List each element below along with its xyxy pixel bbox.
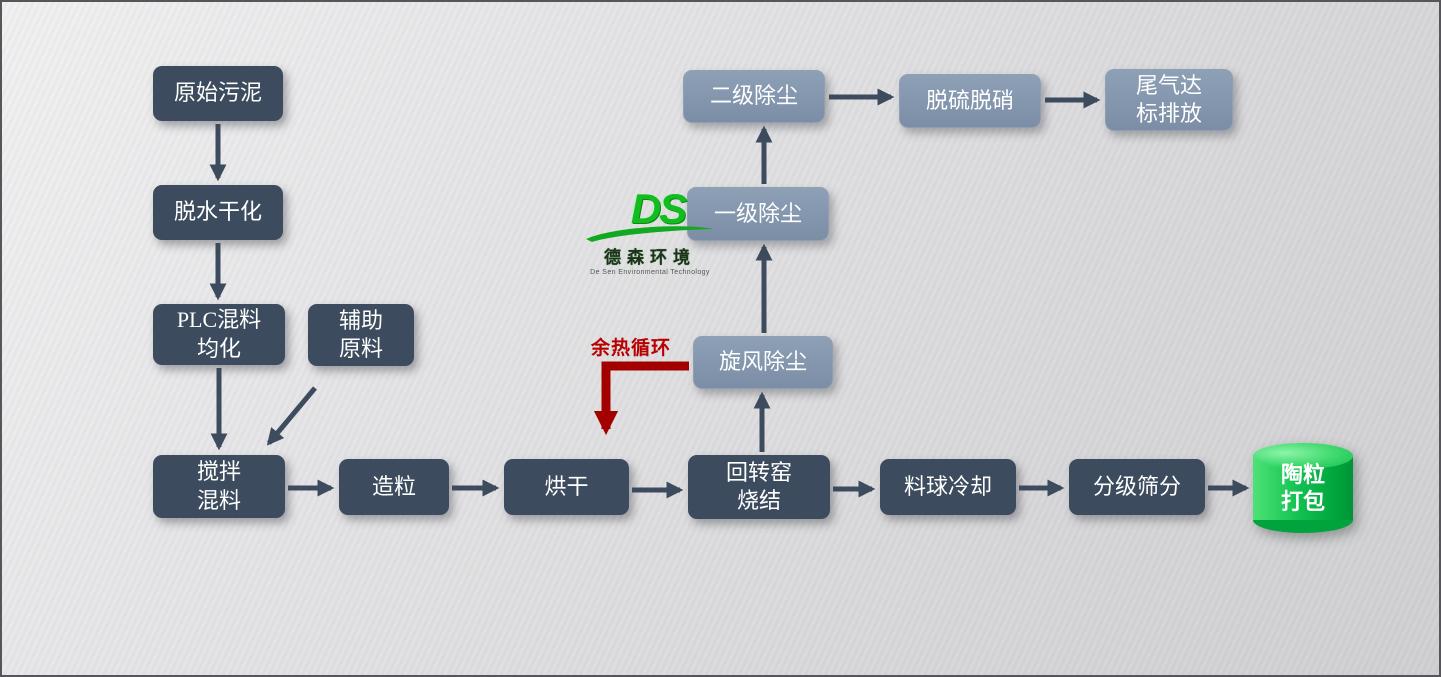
logo-company-name: 德森环境 (604, 247, 696, 267)
node-exhaust-discharge: 尾气达 标排放 (1105, 69, 1233, 131)
node-stir-mixing: 搅拌 混料 (153, 455, 285, 518)
logo-ds-mark: DS (630, 185, 687, 232)
node-packing-cylinder: 陶粒 打包 (1253, 443, 1353, 533)
logo-subtitle: De Sen Environmental Technology (590, 268, 710, 276)
node-dewatering: 脱水干化 (153, 185, 283, 240)
node-packing-label: 陶粒 打包 (1280, 461, 1325, 515)
cylinder-top (1253, 443, 1353, 469)
node-plc-mixing: PLC混料 均化 (153, 304, 285, 365)
arrow-waste-heat-recycle (593, 361, 689, 436)
logo-swoosh-icon (586, 226, 714, 242)
node-raw-sludge: 原始污泥 (153, 66, 283, 121)
node-screening: 分级筛分 (1069, 459, 1205, 515)
node-pellet-cooling: 料球冷却 (880, 459, 1016, 515)
node-granulation: 造粒 (339, 459, 449, 515)
company-logo: DS 德森环境 De Sen Environmental Technology (580, 188, 720, 276)
node-rotary-kiln: 回转窑 烧结 (688, 455, 830, 519)
node-dust-stage1: 一级除尘 (687, 187, 829, 241)
node-dust-stage2: 二级除尘 (683, 70, 825, 123)
node-desulfurization: 脱硫脱硝 (899, 74, 1041, 128)
node-auxiliary-material: 辅助 原料 (308, 304, 414, 366)
node-drying: 烘干 (504, 459, 629, 515)
arrow-aux-stirmix (266, 386, 317, 446)
waste-heat-label: 余热循环 (591, 338, 672, 359)
node-cyclone-dust: 旋风除尘 (693, 336, 833, 389)
